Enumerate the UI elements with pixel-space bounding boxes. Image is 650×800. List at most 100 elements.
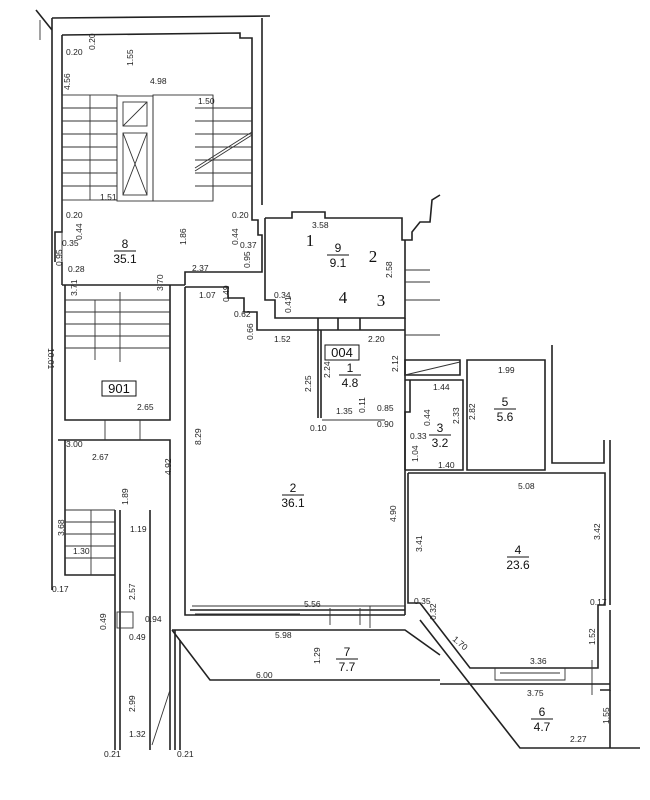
dimension-label: 1.52 — [274, 334, 291, 344]
dimension-label: 5.08 — [518, 481, 535, 491]
dimension-label: 2.20 — [368, 334, 385, 344]
dimension-label: 0.49 — [98, 613, 108, 630]
walls — [35, 9, 640, 750]
room-tag: 004 — [331, 345, 353, 360]
door-number: 2 — [369, 247, 378, 266]
dimension-label: 1.35 — [336, 406, 353, 416]
dimension-label: 3.71 — [69, 279, 79, 296]
dimension-label: 1.52 — [587, 628, 597, 645]
dimension-label: 6.00 — [256, 670, 273, 680]
room-area: 4.8 — [342, 376, 359, 390]
dimension-label: 0.20 — [66, 47, 83, 57]
room-number: 1 — [347, 361, 354, 375]
dimension-label: 0.20 — [232, 210, 249, 220]
dimension-label: 2.99 — [127, 695, 137, 712]
dimension-label: 2.24 — [322, 361, 332, 378]
dimension-label: 0.33 — [410, 431, 427, 441]
dimension-label: 1.55 — [125, 49, 135, 66]
dimension-label: 0.10 — [310, 423, 327, 433]
dimension-label: 0.95 — [242, 251, 252, 268]
door-number: 3 — [377, 291, 386, 310]
dimension-label: 2.37 — [192, 263, 209, 273]
dimension-label: 2.58 — [384, 261, 394, 278]
room-area: 4.7 — [534, 720, 551, 734]
room-tag: 901 — [108, 381, 130, 396]
room-area: 36.1 — [281, 496, 305, 510]
tag-box — [324, 344, 360, 361]
dimension-label: 2.25 — [303, 375, 313, 392]
dimension-label: 0.44 — [230, 228, 240, 245]
room-number: 2 — [290, 481, 297, 495]
dimension-label: 3.42 — [592, 523, 602, 540]
dimension-label: 1.29 — [312, 647, 322, 664]
dimension-label: 3.68 — [56, 519, 66, 536]
dimension-label: 0.35 — [62, 238, 79, 248]
dimension-label: 1.40 — [438, 460, 455, 470]
room-area: 23.6 — [506, 558, 530, 572]
room-number: 9 — [335, 241, 342, 255]
room-number: 8 — [122, 237, 129, 251]
room-area: 7.7 — [339, 660, 356, 674]
dimension-label: 0.44 — [422, 409, 432, 426]
dimension-label: 0.21 — [177, 749, 194, 759]
dimension-label: 4.56 — [62, 73, 72, 90]
dimension-label: 2.67 — [92, 452, 109, 462]
dimension-label: 0.21 — [104, 749, 121, 759]
dimension-label: 3.36 — [530, 656, 547, 666]
dimension-label: 0.37 — [240, 240, 257, 250]
dimension-label: 0.35 — [414, 596, 431, 606]
dimension-label: 2.33 — [451, 407, 461, 424]
dimension-label: 0.90 — [377, 419, 394, 429]
dimension-label: 1.99 — [498, 365, 515, 375]
dimension-label: 5.56 — [304, 599, 321, 609]
dimension-label: 0.94 — [145, 614, 162, 624]
dimension-label: 5.98 — [275, 630, 292, 640]
dimension-label: 2.27 — [570, 734, 587, 744]
dimension-label: 8.29 — [193, 428, 203, 445]
dimension-label: 1.51 — [100, 192, 117, 202]
dimension-label: 0.44 — [74, 223, 84, 240]
room-number: 3 — [437, 421, 444, 435]
room-number: 5 — [502, 395, 509, 409]
dimension-label: 0.17 — [52, 584, 69, 594]
dimension-label: 0.32 — [428, 603, 438, 620]
dimension-label: 2.65 — [137, 402, 154, 412]
door-number: 4 — [339, 288, 348, 307]
tag-box — [101, 380, 137, 397]
dimension-label: 3.41 — [414, 535, 424, 552]
room-area: 35.1 — [113, 252, 137, 266]
dimension-label: 4.98 — [150, 76, 167, 86]
dimension-label: 10.01 — [46, 348, 56, 370]
dimension-label: 1.55 — [601, 707, 611, 724]
dimension-label: 0.95 — [54, 249, 64, 266]
dimension-label: 0.34 — [274, 290, 291, 300]
dimension-label: 0.41 — [283, 296, 293, 313]
dimension-label: 0.49 — [221, 285, 231, 302]
room-number: 4 — [515, 543, 522, 557]
dimension-label: 0.49 — [129, 632, 146, 642]
dimension-label: 1.70 — [451, 634, 470, 652]
dimension-label: 0.11 — [357, 397, 367, 413]
dimension-label: 2.57 — [127, 583, 137, 600]
dimension-label: 4.90 — [388, 505, 398, 522]
dimension-label: 1.30 — [73, 546, 90, 556]
dimension-label: 3.58 — [312, 220, 329, 230]
door-number: 1 — [306, 231, 315, 250]
dimension-label: 1.86 — [178, 228, 188, 245]
room-number: 7 — [344, 645, 351, 659]
room-area: 5.6 — [497, 410, 514, 424]
dimension-label: 0.62 — [234, 309, 251, 319]
dimension-label: 1.19 — [130, 524, 147, 534]
dimension-label: 3.70 — [155, 274, 165, 291]
dimension-label: 0.20 — [87, 33, 97, 50]
room-number: 6 — [539, 705, 546, 719]
dimension-label: 3.00 — [66, 439, 83, 449]
dimension-label: 4.92 — [163, 458, 173, 475]
dimension-label: 1.89 — [120, 488, 130, 505]
dimension-label: 1.32 — [129, 729, 146, 739]
dimension-label: 0.20 — [66, 210, 83, 220]
dimension-label: 0.66 — [245, 323, 255, 340]
dimension-label: 2.82 — [467, 403, 477, 420]
dimension-label: 2.12 — [390, 355, 400, 372]
